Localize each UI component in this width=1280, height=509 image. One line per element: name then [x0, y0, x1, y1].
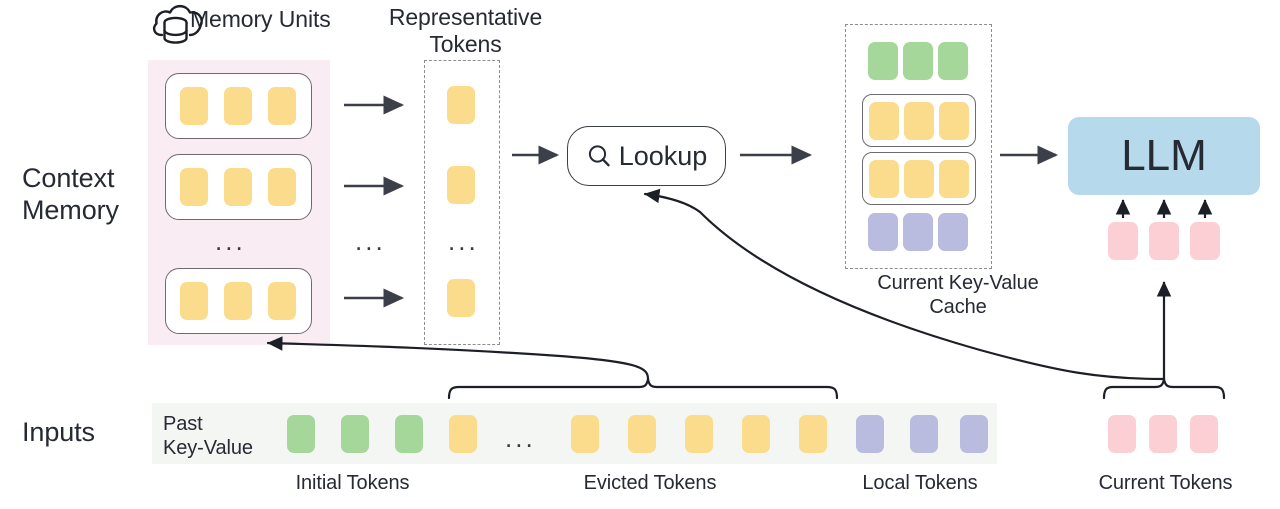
- search-icon: [586, 143, 612, 169]
- current-token-input: [1149, 222, 1179, 260]
- input-token-current: [1190, 415, 1218, 453]
- kv-cache-token: [903, 213, 933, 251]
- input-token-evicted: [799, 415, 827, 453]
- input-token-local: [910, 415, 938, 453]
- past-key-value-label: Past Key-Value: [163, 413, 253, 459]
- lookup-box[interactable]: Lookup: [567, 126, 726, 186]
- kv-cache-token: [904, 102, 934, 140]
- kv-cache-row-boxed[interactable]: [862, 152, 976, 205]
- group-caption-local-tokens: Local Tokens: [862, 472, 978, 494]
- llm-box[interactable]: LLM: [1068, 117, 1260, 195]
- kv-cache-token: [939, 102, 969, 140]
- current-token-input: [1108, 222, 1138, 260]
- memory-token: [224, 87, 252, 125]
- memory-token: [268, 87, 296, 125]
- group-caption-evicted-tokens: Evicted Tokens: [583, 472, 717, 494]
- kv-cache-heading: Current Key-Value Cache: [877, 272, 1039, 318]
- kv-cache-token: [868, 42, 898, 80]
- kv-cache-token: [869, 160, 899, 198]
- memory-token: [224, 282, 252, 320]
- kv-cache-token: [903, 42, 933, 80]
- input-token-initial: [287, 415, 315, 453]
- memory-unit-row[interactable]: [165, 268, 312, 334]
- cloud-database-icon: [150, 2, 206, 48]
- input-token-initial: [395, 415, 423, 453]
- side-label-inputs: Inputs: [22, 417, 95, 447]
- input-token-local: [960, 415, 988, 453]
- kv-cache-row-boxed[interactable]: [862, 94, 976, 147]
- kv-cache-token: [938, 213, 968, 251]
- group-caption-current-tokens: Current Tokens: [1098, 472, 1233, 494]
- representative-token: [447, 86, 475, 124]
- memory-unit-row[interactable]: [165, 154, 312, 220]
- current-token-input: [1190, 222, 1220, 260]
- memory-units-ellipsis: ...: [215, 226, 246, 256]
- memory-token: [224, 168, 252, 206]
- lookup-label: Lookup: [618, 140, 708, 171]
- memory-token: [180, 282, 208, 320]
- representative-token: [447, 279, 475, 317]
- memory-unit-row[interactable]: [165, 73, 312, 139]
- input-token-current: [1149, 415, 1177, 453]
- representative-token: [447, 166, 475, 204]
- memory-token: [180, 87, 208, 125]
- representative-tokens-heading: Representative Tokens: [388, 4, 543, 58]
- llm-label: LLM: [1121, 131, 1207, 180]
- input-token-evicted: [742, 415, 770, 453]
- memory-token: [180, 168, 208, 206]
- input-token-initial: [341, 415, 369, 453]
- input-token-current: [1108, 415, 1136, 453]
- inputs-ellipsis: ...: [505, 423, 536, 453]
- between-columns-ellipsis: ...: [355, 226, 386, 256]
- memory-token: [268, 168, 296, 206]
- kv-cache-token: [868, 213, 898, 251]
- input-token-evicted: [628, 415, 656, 453]
- group-caption-initial-tokens: Initial Tokens: [295, 472, 410, 494]
- input-token-evicted: [571, 415, 599, 453]
- input-token-evicted: [685, 415, 713, 453]
- input-token-evicted: [449, 415, 477, 453]
- kv-cache-token: [939, 160, 969, 198]
- kv-cache-token: [869, 102, 899, 140]
- representative-tokens-ellipsis: ...: [448, 226, 479, 256]
- kv-cache-token: [938, 42, 968, 80]
- memory-token: [268, 282, 296, 320]
- side-label-context-memory: Context Memory: [22, 163, 119, 225]
- kv-cache-token: [904, 160, 934, 198]
- memory-units-heading: Memory Units: [190, 6, 331, 32]
- input-token-local: [856, 415, 884, 453]
